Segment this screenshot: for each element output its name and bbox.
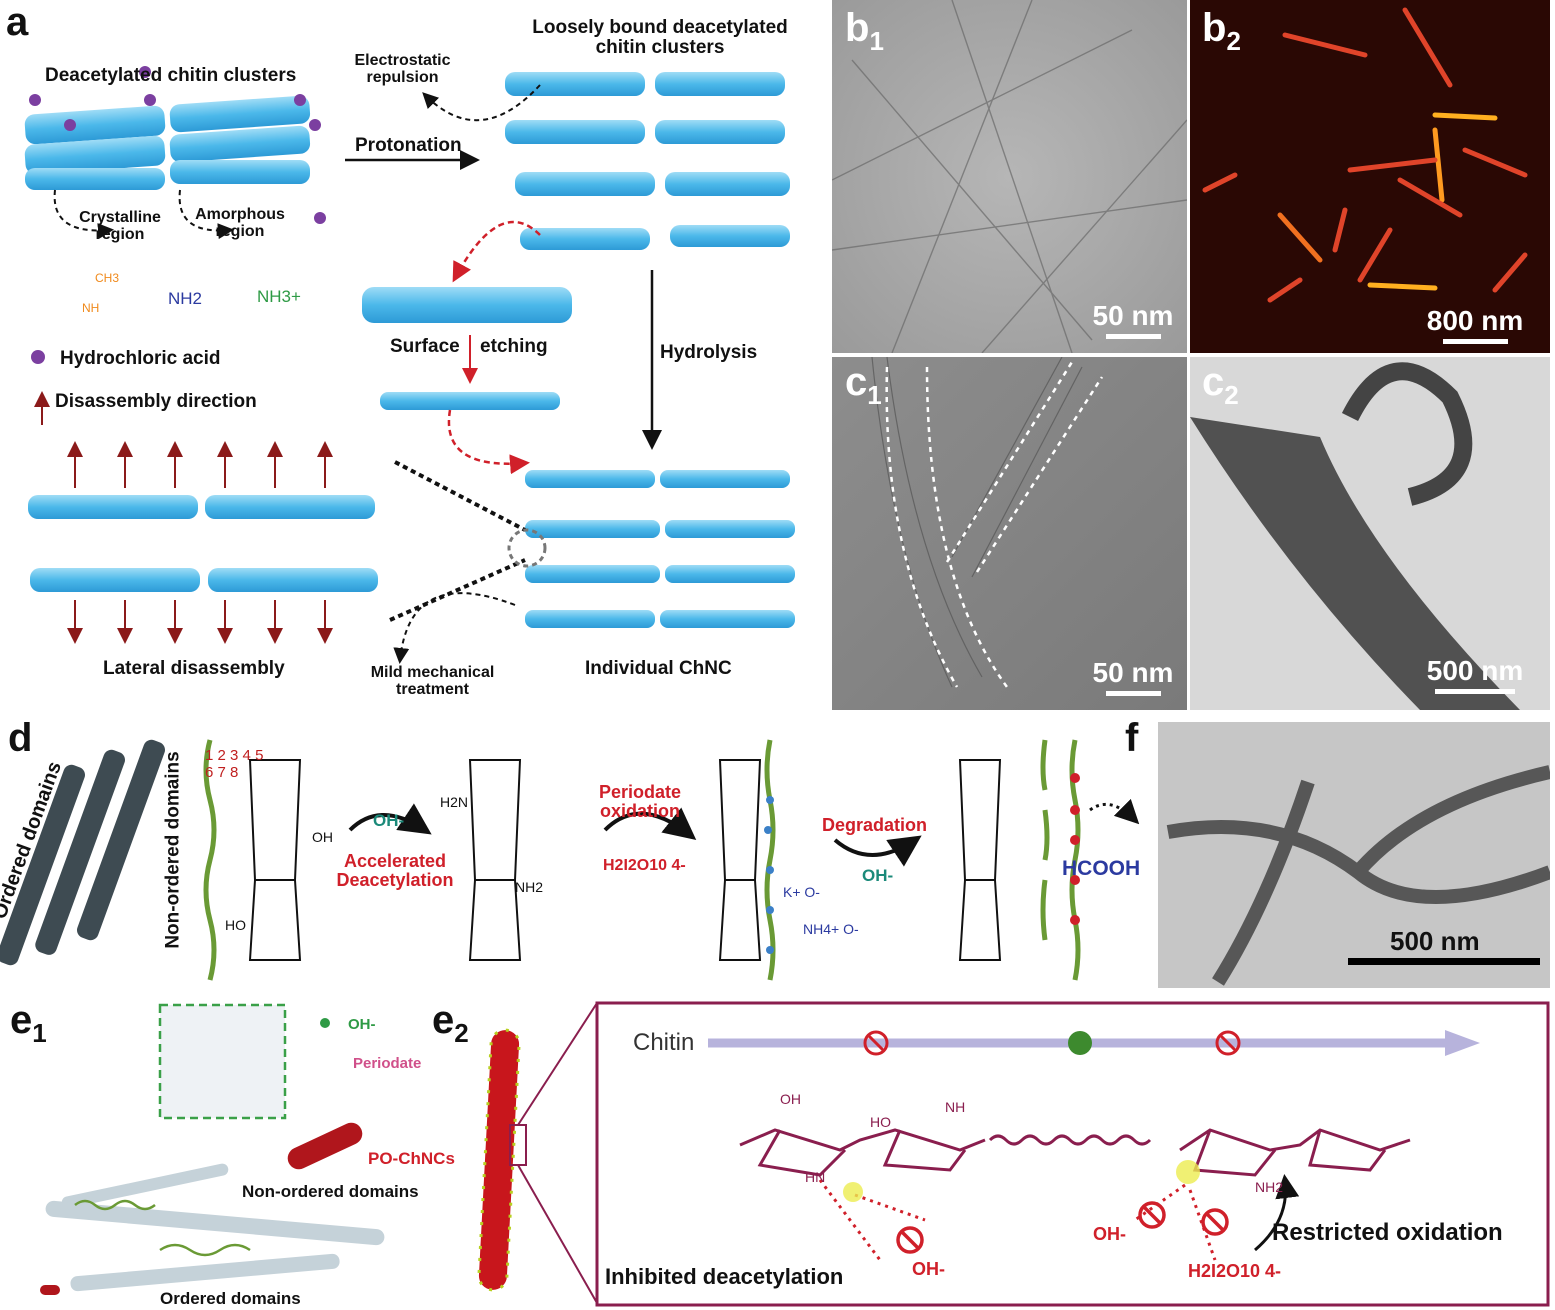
scale-bar-c1: 50 nm xyxy=(1088,657,1178,696)
label-h2i2o10-e2: H2I2O10 4- xyxy=(1188,1261,1282,1281)
panel-label-e2: e2 xyxy=(432,998,469,1048)
afm-image-b2 xyxy=(1190,0,1550,353)
label-restricted: Restricted oxidation xyxy=(1272,1219,1503,1246)
label-mild: Mild mechanical treatment xyxy=(370,664,495,698)
label-nh2: NH2 xyxy=(168,289,203,308)
label-degradation: Degradation xyxy=(822,815,928,835)
atom-numbers: 1 2 3 4 5 6 7 8 xyxy=(205,747,264,781)
panel-label-d: d xyxy=(8,716,33,760)
label-h2n: H2N xyxy=(440,794,469,810)
label-lateral: Lateral disassembly xyxy=(103,658,285,679)
label-ordered-e1: Ordered domains xyxy=(160,1289,301,1308)
label-periodate-oxidation: Periodate oxidation xyxy=(598,782,682,821)
scale-bar-b1: 50 nm xyxy=(1088,300,1178,339)
label-hydrolysis: Hydrolysis xyxy=(660,342,758,363)
label-oh-e2-2: OH- xyxy=(1093,1224,1126,1244)
label-nh: NH xyxy=(82,301,100,315)
label-po-chncs: PO-ChNCs xyxy=(368,1149,455,1168)
label-oh-group: OH xyxy=(312,829,333,845)
label-k-acetate: K+ O- xyxy=(783,884,820,900)
label-nh3: NH3+ xyxy=(257,287,301,306)
label-nh2-d: NH2 xyxy=(515,879,544,895)
scale-bar-b2: 800 nm xyxy=(1420,305,1530,344)
label-loosely-bound: Loosely bound deacetylated chitin cluste… xyxy=(532,17,788,58)
label-deacetylated-clusters: Deacetylated chitin clusters xyxy=(45,65,297,86)
label-individual: Individual ChNC xyxy=(585,658,732,679)
tem-image-c1 xyxy=(832,357,1187,710)
label-oh-d2: OH- xyxy=(862,866,894,885)
label-oh-d: OH- xyxy=(373,811,405,830)
label-surface: Surface xyxy=(390,336,460,357)
label-ho: HO xyxy=(225,917,246,933)
label-accelerated: Accelerated Deacetylation xyxy=(336,851,454,890)
label-etching: etching xyxy=(480,336,548,357)
panel-a-graphics xyxy=(24,66,795,664)
panel-label-b2: b2 xyxy=(1202,6,1241,56)
panel-label-a: a xyxy=(6,0,29,44)
scale-label-f: 500 nm xyxy=(1390,926,1480,956)
label-nh4-acetate: NH4+ O- xyxy=(803,921,859,937)
label-nh-e2: NH xyxy=(945,1099,966,1115)
label-hcl: Hydrochloric acid xyxy=(60,348,221,369)
label-periodate-e1: Periodate xyxy=(353,1055,422,1072)
label-chitin: Chitin xyxy=(633,1029,695,1056)
scale-bar-f xyxy=(1348,958,1540,965)
scale-bar-c2: 500 nm xyxy=(1420,655,1530,694)
tem-image-f xyxy=(1158,722,1550,988)
panel-d-graphics xyxy=(0,739,1140,981)
label-crystalline: Crystalline region xyxy=(79,209,161,243)
label-non-ordered-e1: Non-ordered domains xyxy=(242,1182,419,1201)
label-oh-e2-group: OH xyxy=(780,1091,801,1107)
hcl-dots xyxy=(29,66,326,224)
label-disassembly-direction: Disassembly direction xyxy=(55,391,257,412)
loose-rods xyxy=(28,72,795,628)
label-amorphous: Amorphous region xyxy=(195,206,285,240)
label-oh-e2-1: OH- xyxy=(912,1259,945,1279)
label-ch3: CH3 xyxy=(95,271,120,285)
label-inhibited: Inhibited deacetylation xyxy=(605,1264,844,1289)
label-h2i2o10-d: H2I2O10 4- xyxy=(603,857,686,874)
panel-label-c2: c2 xyxy=(1202,360,1239,410)
label-hcooh: HCOOH xyxy=(1062,857,1141,880)
panel-label-e1: e1 xyxy=(10,998,47,1048)
label-electrostatic: Electrostatic repulsion xyxy=(354,52,451,86)
tem-image-c2 xyxy=(1190,357,1550,710)
panel-e1-graphics xyxy=(40,1003,385,1295)
label-ho-e2: HO xyxy=(870,1114,891,1130)
chitin-cluster xyxy=(24,95,311,190)
label-hn-e2: HN xyxy=(805,1169,826,1185)
label-nh2-e2: NH2 xyxy=(1255,1179,1284,1195)
panel-label-b1: b1 xyxy=(845,6,884,56)
label-oh-e1: OH- xyxy=(348,1016,376,1033)
panel-label-f: f xyxy=(1125,716,1139,760)
tem-image-b1 xyxy=(832,0,1187,353)
label-protonation: Protonation xyxy=(355,135,462,156)
panel-label-c1: c1 xyxy=(845,360,882,410)
